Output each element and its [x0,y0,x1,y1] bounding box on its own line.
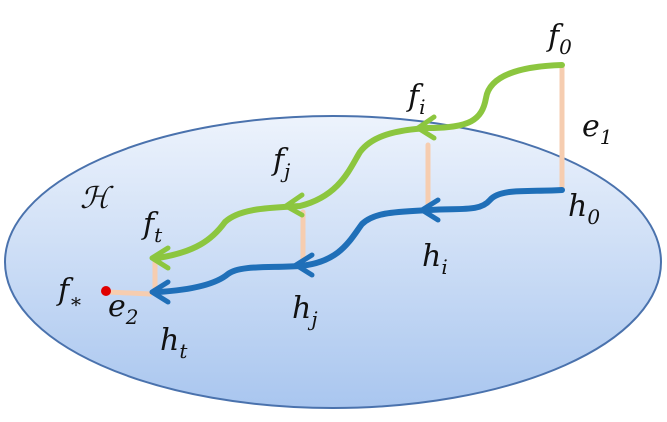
label-fstar-sub: ∗ [69,289,83,313]
label-hj: hj [292,291,318,331]
label-ht: ht [160,323,188,363]
label-fj-sub: j [280,159,290,183]
label-e2-main: e [108,289,126,324]
label-e1-sub: 1 [600,125,613,149]
green-arrowhead-ft [149,245,171,271]
label-ht-main: h [160,323,179,358]
label-fi-sub: i [419,95,425,119]
label-hj-main: h [292,291,311,326]
space-label: ℋ [80,181,114,216]
label-ht-sub: t [179,339,188,363]
hilbert-space-ellipse [4,115,662,409]
label-e1-main: e [582,109,600,144]
label-f0: f0 [546,19,572,59]
label-hi-main: h [422,239,441,274]
blue-arrowhead-hj [293,252,315,278]
blue-path-h [155,187,565,295]
label-hi: hi [422,239,448,279]
label-h0: h0 [568,189,600,229]
label-f0-sub: 0 [559,35,572,59]
label-ft-sub: t [154,223,163,247]
label-h0-sub: 0 [587,205,600,229]
label-e1: e1 [582,109,613,149]
green-arrowhead-fj [283,192,305,218]
label-fi: fi [406,79,426,119]
label-h0-main: h [568,189,587,224]
fixed-point-fstar [101,286,111,296]
blue-arrowhead-hi [419,197,441,223]
label-e2-sub: 2 [125,305,139,329]
label-hj-sub: j [307,307,317,331]
label-hi-sub: i [441,255,447,279]
blue-arrowhead-ht [149,279,171,305]
green-path-f [155,62,565,261]
green-arrowhead-fi [415,114,437,141]
label-e2: e2 [108,289,139,329]
connector-e2 [105,289,153,297]
